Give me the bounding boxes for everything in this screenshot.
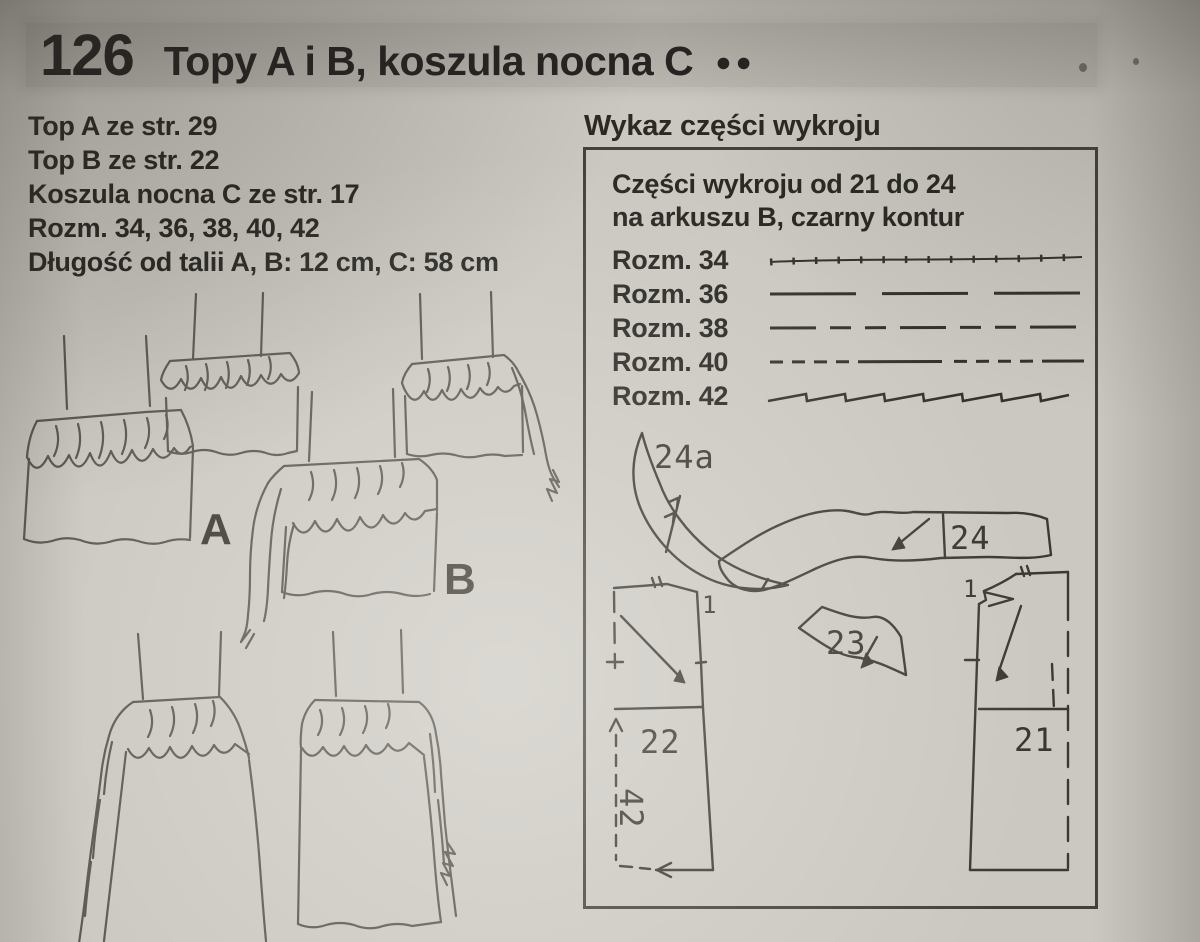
size-line-34 bbox=[769, 253, 1083, 266]
size-row-42: Rozm. 42 bbox=[612, 379, 1095, 413]
pattern-piece-23 bbox=[797, 605, 908, 677]
label-piece-24: 24 bbox=[950, 519, 991, 557]
paper-speck bbox=[1133, 58, 1139, 65]
label-piece-22: 22 bbox=[640, 723, 681, 761]
garment-drawings: A bbox=[22, 290, 561, 942]
label-top-a: A bbox=[200, 505, 232, 554]
info-line-sizes: Rozm. 34, 36, 38, 40, 42 bbox=[28, 213, 320, 243]
info-line-top-a: Top A ze str. 29 bbox=[28, 111, 218, 141]
cutting-parts-box: Części wykroju od 21 do 24 na arkuszu B,… bbox=[583, 147, 1098, 909]
model-number: 126 bbox=[40, 23, 135, 88]
page-header: 126 Topy A i B, koszula nocna C ●● bbox=[40, 22, 756, 89]
top-a-front-drawing bbox=[159, 291, 301, 457]
size-row-38: Rozm. 38 bbox=[612, 311, 1095, 345]
size-label-42: Rozm. 42 bbox=[612, 380, 729, 411]
label-size-42-extension: 42 bbox=[612, 788, 650, 829]
model-info-block: Top A ze str. 29 Top B ze str. 22 Koszul… bbox=[28, 109, 499, 279]
size-line-36 bbox=[769, 291, 1085, 296]
box-note-line-1: Części wykroju od 21 do 24 bbox=[612, 169, 956, 199]
label-piece-21: 21 bbox=[1014, 721, 1055, 759]
top-a-back-drawing bbox=[22, 334, 195, 545]
label-notch-1-piece22: 1 bbox=[702, 591, 717, 619]
size-row-40: Rozm. 40 bbox=[612, 345, 1095, 379]
size-label-38: Rozm. 38 bbox=[612, 312, 729, 343]
nightgown-c-back-drawing bbox=[78, 630, 268, 942]
pattern-piece-24 bbox=[717, 509, 1053, 593]
size-label-36: Rozm. 36 bbox=[612, 278, 729, 309]
info-line-length: Długość od talii A, B: 12 cm, C: 58 cm bbox=[28, 247, 499, 277]
top-b-back-drawing bbox=[400, 290, 561, 503]
box-note: Części wykroju od 21 do 24 na arkuszu B,… bbox=[612, 168, 1095, 234]
pattern-piece-24a bbox=[632, 431, 790, 591]
size-row-34: Rozm. 34 bbox=[612, 243, 1095, 277]
box-note-line-2: na arkuszu B, czarny kontur bbox=[612, 202, 964, 232]
size-line-38 bbox=[769, 325, 1085, 330]
info-line-top-b: Top B ze str. 22 bbox=[28, 145, 220, 175]
pattern-piece-diagrams: 24a 24 23 bbox=[605, 431, 1070, 879]
difficulty-dots: ●● bbox=[715, 47, 756, 77]
paper-speck bbox=[1079, 63, 1087, 72]
size-line-42 bbox=[767, 392, 1070, 403]
label-piece-23: 23 bbox=[826, 624, 867, 662]
label-notch-1-piece21: 1 bbox=[963, 575, 978, 603]
size-legend: Rozm. 34 Rozm. 36 Rozm. 38 Rozm. 40 bbox=[612, 243, 1095, 413]
page-title: Topy A i B, koszula nocna C bbox=[163, 38, 694, 84]
pattern-piece-22 bbox=[605, 575, 715, 879]
cutting-list-heading: Wykaz części wykroju bbox=[584, 110, 881, 142]
label-top-b: B bbox=[444, 555, 476, 604]
info-line-koszula: Koszula nocna C ze str. 17 bbox=[28, 179, 360, 209]
size-label-34: Rozm. 34 bbox=[612, 244, 729, 275]
pattern-piece-21 bbox=[963, 564, 1070, 872]
nightgown-c-front-drawing bbox=[296, 628, 458, 930]
size-line-40 bbox=[769, 359, 1085, 364]
size-label-40: Rozm. 40 bbox=[612, 346, 729, 377]
top-b-front-drawing bbox=[239, 387, 439, 650]
size-row-36: Rozm. 36 bbox=[612, 277, 1095, 311]
header-highlight-band bbox=[26, 23, 1097, 87]
label-piece-24a: 24a bbox=[654, 438, 715, 476]
